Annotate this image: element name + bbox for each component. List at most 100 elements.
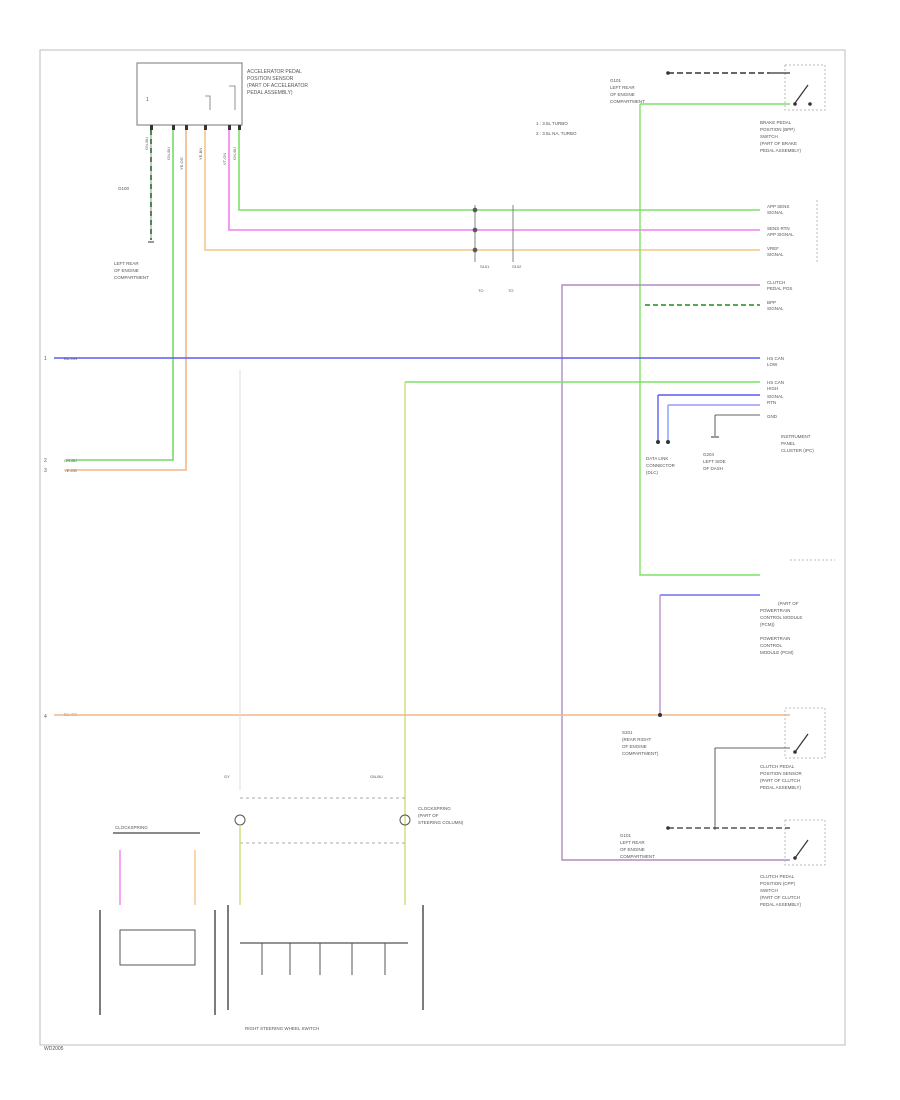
diagram-border — [39, 49, 846, 1046]
svg-text:1: 1 — [44, 356, 47, 362]
ground-g101-bottom: G101 LEFT REAR OF ENGINE COMPARTMENT — [620, 833, 655, 859]
svg-text:MODULE (PCM): MODULE (PCM) — [760, 650, 794, 655]
svg-text:LEFT SIDE: LEFT SIDE — [703, 459, 726, 464]
svg-text:HS CAN: HS CAN — [767, 380, 784, 385]
svg-text:BPP: BPP — [767, 300, 776, 305]
svg-text:COMPARTMENT): COMPARTMENT) — [622, 751, 659, 756]
svg-text:GND: GND — [767, 414, 778, 419]
svg-text:G101: G101 — [610, 78, 622, 83]
svg-text:CLUSTER (IPC): CLUSTER (IPC) — [781, 448, 814, 453]
accelerator-pedal-sensor: 1 ACCELERATOR PEDAL POSITION SENSOR (PAR… — [136, 62, 308, 126]
svg-text:SIGNAL: SIGNAL — [767, 252, 784, 257]
svg-text:RTN: RTN — [767, 400, 776, 405]
clutch-pedal-sensor: CLUTCH PEDAL POSITION SENSOR (PART OF CL… — [714, 707, 826, 830]
svg-text:COMPARTMENT: COMPARTMENT — [114, 275, 149, 280]
svg-text:LOW: LOW — [767, 362, 778, 367]
steering-wheel-switch: RIGHT STEERING WHEEL SWITCH — [227, 905, 424, 1031]
svg-text:SWITCH: SWITCH — [760, 888, 778, 893]
legend: 1 : 3.5L TURBO 2 : 3.5L NA, TURBO — [536, 121, 577, 136]
module-wires — [66, 85, 760, 471]
data-link-connector: DATA LINK CONNECTOR (DLC) — [646, 440, 676, 475]
pcm-block: (PART OF POWERTRAIN CONTROL MODULE (PCM)… — [760, 559, 835, 655]
left-numbers: 1 2 3 4 — [44, 356, 47, 720]
clockspring-module: CLOCKSPRING — [99, 825, 216, 1015]
svg-text:YE-OG: YE-OG — [64, 468, 77, 473]
svg-text:APP SIGNAL: APP SIGNAL — [767, 232, 794, 237]
svg-text:COMPARTMENT: COMPARTMENT — [610, 99, 645, 104]
svg-text:CLOCKSPRING: CLOCKSPRING — [418, 806, 451, 811]
svg-text:HIGH: HIGH — [767, 386, 778, 391]
svg-text:PEDAL ASSEMBLY): PEDAL ASSEMBLY) — [760, 785, 802, 790]
svg-text:SENS RTN: SENS RTN — [767, 226, 790, 231]
svg-text:GN-BU: GN-BU — [166, 147, 171, 160]
splice-s201: S201 (REAR RIGHT OF ENGINE COMPARTMENT) — [622, 730, 659, 756]
svg-text:CONNECTOR: CONNECTOR — [646, 463, 676, 468]
svg-text:GN-BU: GN-BU — [232, 147, 237, 160]
svg-text:SIGNAL: SIGNAL — [767, 394, 784, 399]
svg-text:CLUTCH: CLUTCH — [767, 280, 785, 285]
clutch-pedal-switch: CLUTCH PEDAL POSITION (CPP) SWITCH (PART… — [666, 819, 826, 907]
svg-text:COMPARTMENT: COMPARTMENT — [620, 854, 655, 859]
svg-text:(REAR RIGHT: (REAR RIGHT — [622, 737, 652, 742]
svg-text:(PART OF CLUTCH: (PART OF CLUTCH — [760, 778, 800, 783]
svg-text:CLOCKSPRING: CLOCKSPRING — [115, 825, 148, 830]
svg-text:POSITION (BPP): POSITION (BPP) — [760, 127, 795, 132]
svg-text:GN-BU: GN-BU — [64, 458, 77, 463]
clockspring: CLOCKSPRING (PART OF STEERING COLUMN) GY… — [224, 370, 464, 905]
svg-text:SWITCH: SWITCH — [760, 134, 778, 139]
svg-text:POWERTRAIN: POWERTRAIN — [760, 636, 790, 641]
module-pins — [150, 125, 241, 130]
svg-text:SIGNAL: SIGNAL — [767, 210, 784, 215]
svg-text:POSITION SENSOR: POSITION SENSOR — [760, 771, 803, 776]
svg-text:G101: G101 — [620, 833, 632, 838]
svg-text:BRAKE PEDAL: BRAKE PEDAL — [760, 120, 792, 125]
svg-text:CONTROL: CONTROL — [760, 643, 782, 648]
svg-text:(PART OF: (PART OF — [418, 813, 439, 818]
svg-text:G204: G204 — [703, 452, 715, 457]
left-wire-tags: BU-GN GN-BU YE-OG BU-OG — [64, 356, 77, 717]
bpp-switch: BRAKE PEDAL POSITION (BPP) SWITCH (PART … — [760, 64, 826, 153]
svg-text:BU-GN: BU-GN — [64, 356, 77, 361]
svg-text:VREF: VREF — [767, 246, 779, 251]
svg-text:GN-BU: GN-BU — [370, 774, 383, 779]
svg-text:RIGHT STEERING WHEEL SWITCH: RIGHT STEERING WHEEL SWITCH — [245, 1026, 319, 1031]
module-label-line: (PART OF ACCELERATOR — [247, 83, 308, 89]
svg-text:2: 2 — [44, 458, 47, 464]
svg-text:S102: S102 — [512, 264, 522, 269]
svg-text:OF ENGINE: OF ENGINE — [620, 847, 645, 852]
svg-text:2 : 3.5L NA, TURBO: 2 : 3.5L NA, TURBO — [536, 131, 577, 136]
svg-text:3: 3 — [44, 468, 47, 474]
svg-text:POWERTRAIN: POWERTRAIN — [760, 608, 790, 613]
svg-text:(PART OF: (PART OF — [778, 601, 799, 606]
svg-text:G100: G100 — [118, 186, 130, 191]
svg-text:YE-BN: YE-BN — [198, 148, 203, 160]
svg-text:(DLC): (DLC) — [646, 470, 659, 475]
svg-text:CLUTCH PEDAL: CLUTCH PEDAL — [760, 764, 795, 769]
svg-text:APP SENS: APP SENS — [767, 204, 789, 209]
svg-text:OF DASH: OF DASH — [703, 466, 723, 471]
svg-text:SIGNAL: SIGNAL — [767, 306, 784, 311]
svg-text:HS CAN: HS CAN — [767, 356, 784, 361]
svg-text:PANEL: PANEL — [781, 441, 796, 446]
svg-text:PEDAL ASSEMBLY): PEDAL ASSEMBLY) — [760, 902, 802, 907]
module-label-line: PEDAL ASSEMBLY) — [247, 90, 293, 96]
svg-text:(PCM)): (PCM)) — [760, 622, 775, 627]
splice-labels: S101 S102 TO TO — [478, 264, 522, 293]
ground-g100: G100 LEFT REAR OF ENGINE COMPARTMENT — [114, 186, 154, 280]
svg-text:1: 1 — [146, 97, 149, 103]
svg-text:OF ENGINE: OF ENGINE — [622, 744, 647, 749]
footer-code: WD2005 — [44, 1046, 64, 1052]
ground-g204: G204 LEFT SIDE OF DASH — [703, 436, 726, 471]
bpp-wires — [639, 71, 790, 576]
svg-text:GN-BU: GN-BU — [144, 137, 149, 150]
right-terminals-top: APP SENS SIGNAL SENS RTN APP SIGNAL VREF… — [767, 200, 818, 262]
splice-junctions — [472, 205, 514, 262]
svg-text:(PART OF CLUTCH: (PART OF CLUTCH — [760, 895, 800, 900]
svg-text:DATA LINK: DATA LINK — [646, 456, 668, 461]
ipc-pins: CLUTCH PEDAL POS BPP SIGNAL HS CAN LOW H… — [767, 280, 814, 453]
module-label-line: ACCELERATOR PEDAL — [247, 69, 302, 75]
svg-text:TO: TO — [508, 288, 513, 293]
svg-text:OF ENGINE: OF ENGINE — [610, 92, 635, 97]
svg-text:PEDAL POS: PEDAL POS — [767, 286, 792, 291]
svg-text:S201: S201 — [622, 730, 633, 735]
